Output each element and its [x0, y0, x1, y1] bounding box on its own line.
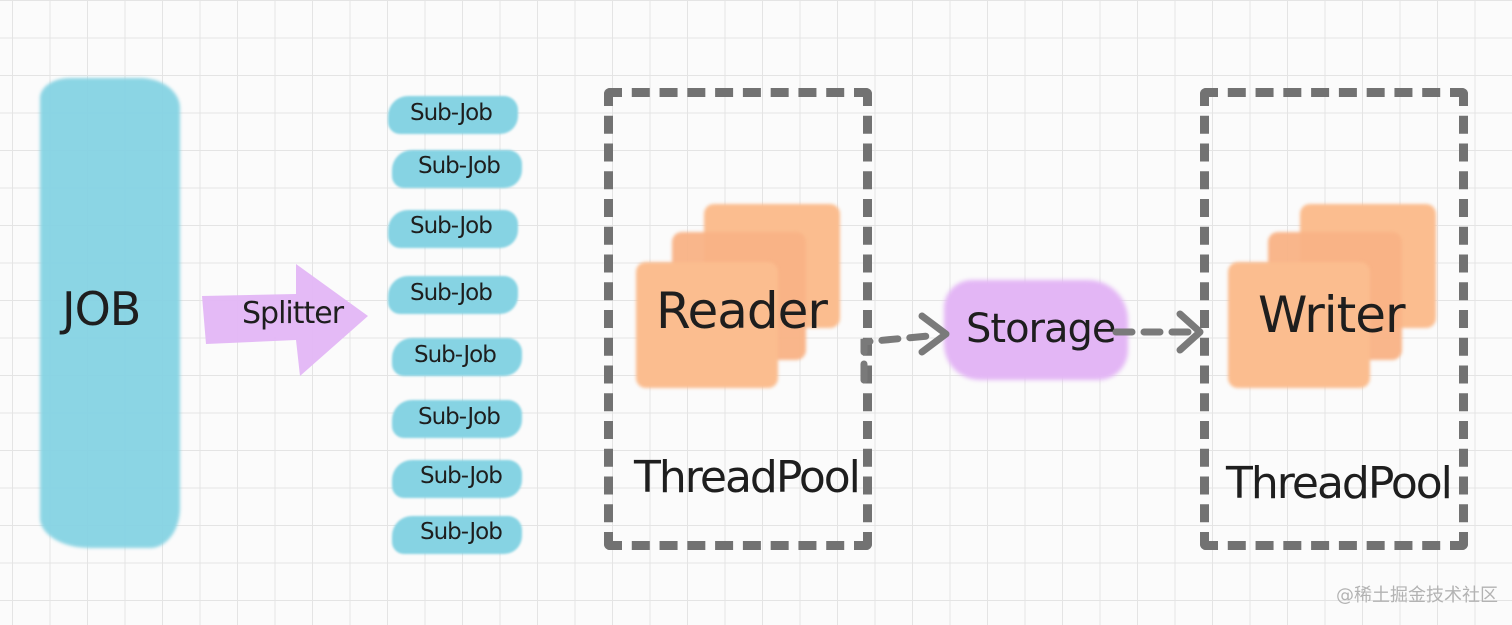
watermark: @稀土掘金技术社区 — [1336, 585, 1498, 606]
subjob-label-8: Sub-Job — [420, 519, 503, 545]
reader-threadpool-label: ThreadPool — [634, 452, 861, 503]
storage-block — [944, 280, 1128, 380]
subjob-label-4: Sub-Job — [410, 280, 493, 306]
subjob-block-2 — [392, 150, 522, 188]
subjob-block-8 — [392, 516, 522, 554]
writer-worker-front — [1228, 262, 1370, 388]
subjob-label-3: Sub-Job — [410, 213, 493, 239]
storage-label: Storage — [966, 306, 1117, 352]
storage-to-writer-arrow — [1112, 310, 1204, 354]
subjob-label-1: Sub-Job — [410, 100, 493, 126]
subjob-block-4 — [388, 276, 518, 314]
subjob-label-7: Sub-Job — [420, 463, 503, 489]
subjob-block-5 — [392, 338, 522, 376]
subjob-block-7 — [392, 460, 522, 498]
job-block — [40, 78, 180, 548]
splitter-arrow — [202, 264, 368, 376]
reader-label: Reader — [656, 282, 828, 340]
splitter-label: Splitter — [242, 296, 344, 331]
writer-label: Writer — [1258, 286, 1406, 344]
subjob-label-6: Sub-Job — [418, 404, 501, 430]
writer-threadpool-box — [1200, 88, 1468, 550]
subjob-block-6 — [392, 400, 522, 438]
reader-threadpool-box — [604, 88, 872, 550]
reader-to-storage-arrow — [860, 312, 950, 384]
subjob-label-5: Sub-Job — [414, 342, 497, 368]
reader-worker-front — [636, 262, 778, 388]
job-label: JOB — [62, 282, 141, 336]
subjob-block-3 — [388, 210, 518, 248]
writer-threadpool-label: ThreadPool — [1226, 458, 1453, 509]
subjob-block-1 — [388, 96, 518, 134]
subjob-label-2: Sub-Job — [418, 153, 501, 179]
